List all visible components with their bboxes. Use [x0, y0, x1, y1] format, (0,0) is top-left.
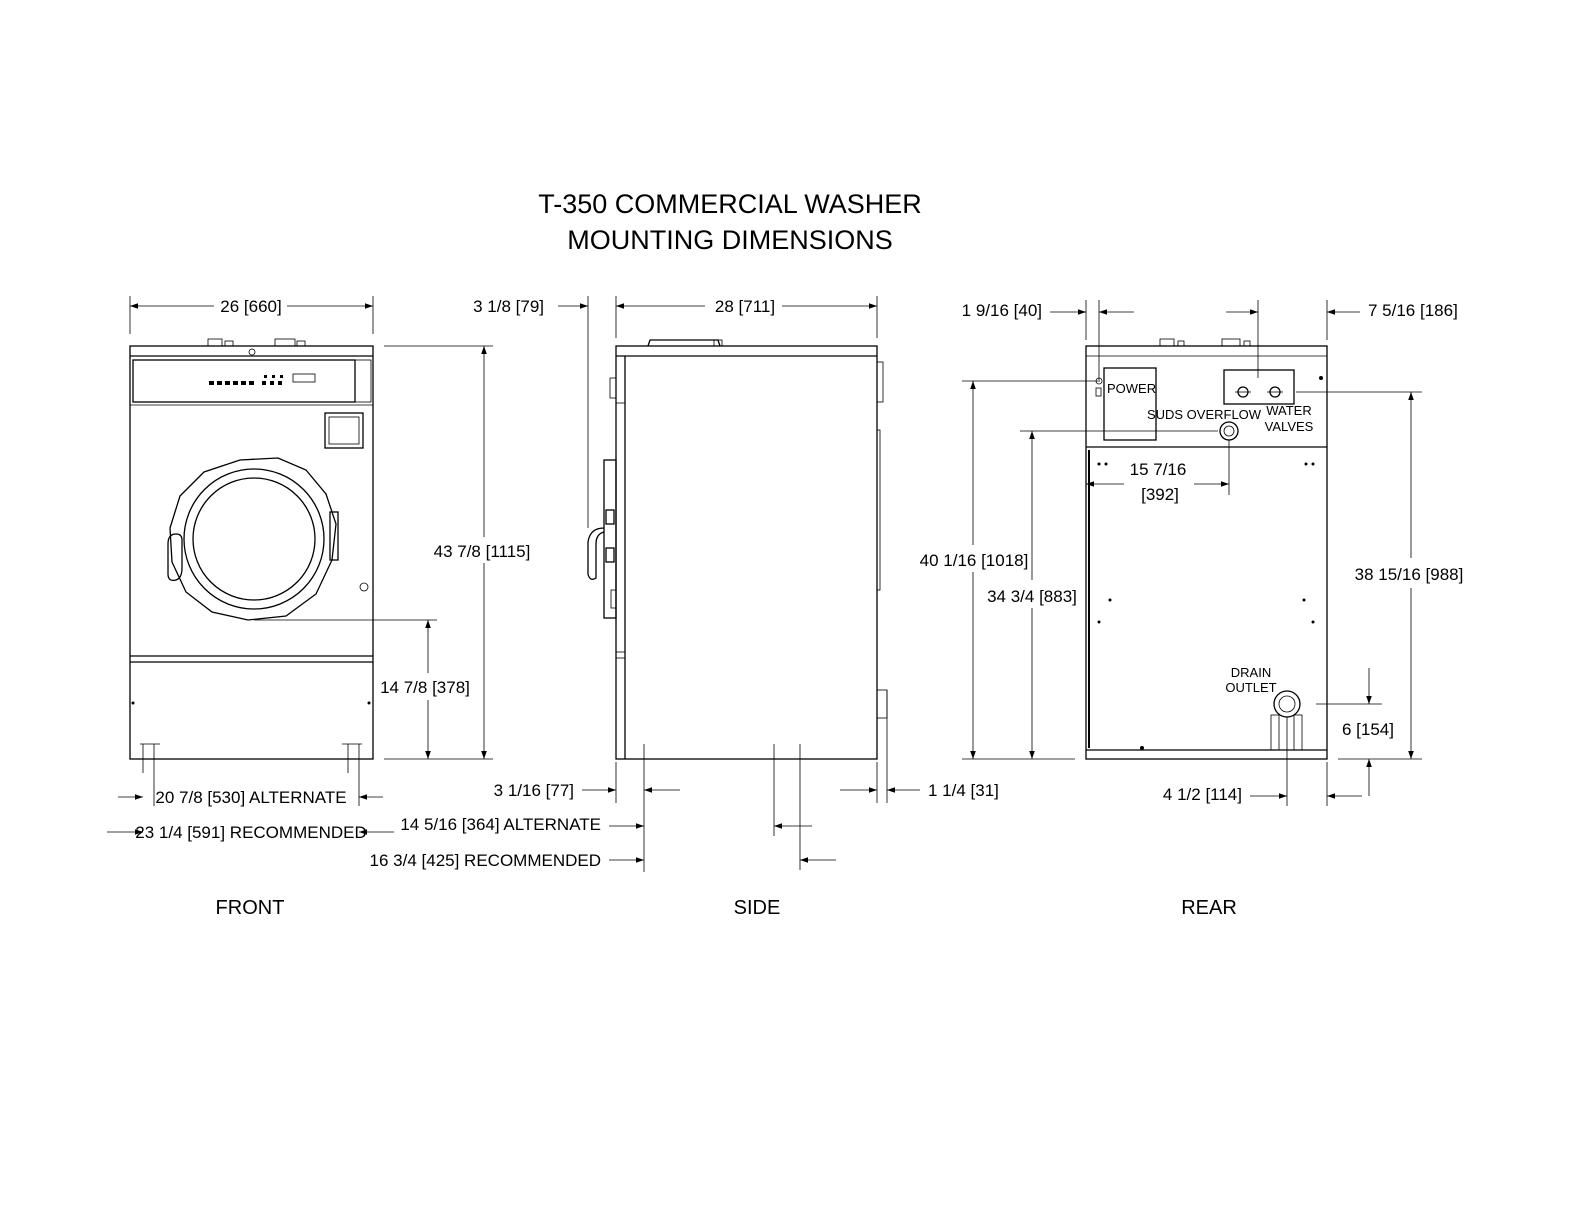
drain-outlet	[1273, 690, 1301, 718]
drain-offset-dim: 4 1/2 [114]	[1163, 785, 1242, 804]
front-height-dim: 43 7/8 [1115]	[434, 542, 531, 561]
door-ring	[169, 457, 337, 621]
front-top-knob	[207, 338, 223, 347]
suds-label: SUDS OVERFLOW	[1147, 407, 1262, 422]
side-alternate-dim: 14 5/16 [364] ALTERNATE	[400, 815, 601, 834]
card-reader	[324, 412, 364, 449]
door-handle	[167, 533, 183, 582]
side-view-label: SIDE	[734, 897, 781, 919]
drain-label-1: DRAIN	[1231, 665, 1271, 680]
rear-left-offset-dim: 1 9/16 [40]	[962, 301, 1042, 320]
side-door-profile	[603, 459, 617, 619]
side-bottom-right-dim: 1 1/4 [31]	[928, 781, 999, 800]
side-cabinet	[615, 345, 878, 760]
side-recommended-dim: 16 3/4 [425] RECOMMENDED	[370, 851, 601, 870]
water-height-dim: 38 15/16 [988]	[1355, 565, 1464, 584]
drain-label-2: OUTLET	[1225, 680, 1276, 695]
water-label-1: WATER	[1266, 403, 1312, 418]
front-recommended-dim: 23 1/4 [591] RECOMMENDED	[135, 823, 366, 842]
suds-horizontal-dim-2: [392]	[1141, 485, 1179, 504]
water-label-2: VALVES	[1265, 419, 1314, 434]
side-view	[587, 339, 888, 773]
power-height-dim: 40 1/16 [1018]	[920, 551, 1029, 570]
front-dimensions: 26 [660] 43 7/8 [1115] 14 7/8 [378] 20 7…	[107, 296, 530, 842]
front-cabinet	[129, 345, 374, 760]
door-glass	[192, 477, 316, 601]
front-view	[129, 338, 374, 806]
power-box	[1103, 367, 1157, 441]
side-dimensions: 28 [711] 3 1/8 [79] 3 1/16 [77] 1 1/4 [3…	[370, 296, 999, 872]
power-label: POWER	[1107, 381, 1156, 396]
drain-height-dim: 6 [154]	[1342, 720, 1394, 739]
side-drain-outlet	[876, 689, 888, 719]
rear-view-label: REAR	[1181, 897, 1237, 919]
title-line-2: MOUNTING DIMENSIONS	[567, 225, 893, 255]
suds-height-dim: 34 3/4 [883]	[987, 587, 1077, 606]
front-width-dim: 26 [660]	[220, 297, 281, 316]
side-bottom-left-dim: 3 1/16 [77]	[494, 781, 574, 800]
side-depth-dim: 28 [711]	[715, 297, 775, 316]
front-view-label: FRONT	[216, 897, 285, 919]
door-hinge	[329, 511, 339, 561]
rear-dimensions: 1 9/16 [40] 7 5/16 [186] 40 1/16 [1018] …	[920, 300, 1464, 806]
front-alternate-dim: 20 7/8 [530] ALTERNATE	[155, 788, 346, 807]
side-top-offset-dim: 3 1/8 [79]	[473, 297, 544, 316]
suds-horizontal-dim-1: 15 7/16	[1130, 460, 1187, 479]
suds-overflow-port	[1219, 421, 1239, 441]
water-valve-panel	[1223, 369, 1295, 405]
title-line-1: T-350 COMMERCIAL WASHER	[538, 189, 922, 219]
rear-cabinet	[1085, 345, 1328, 760]
rear-right-offset-dim: 7 5/16 [186]	[1368, 301, 1458, 320]
door-center-dim: 14 7/8 [378]	[380, 678, 470, 697]
rear-view: POWER WATER VALVES SUDS OVERFLOW DRAIN O…	[1085, 338, 1328, 760]
